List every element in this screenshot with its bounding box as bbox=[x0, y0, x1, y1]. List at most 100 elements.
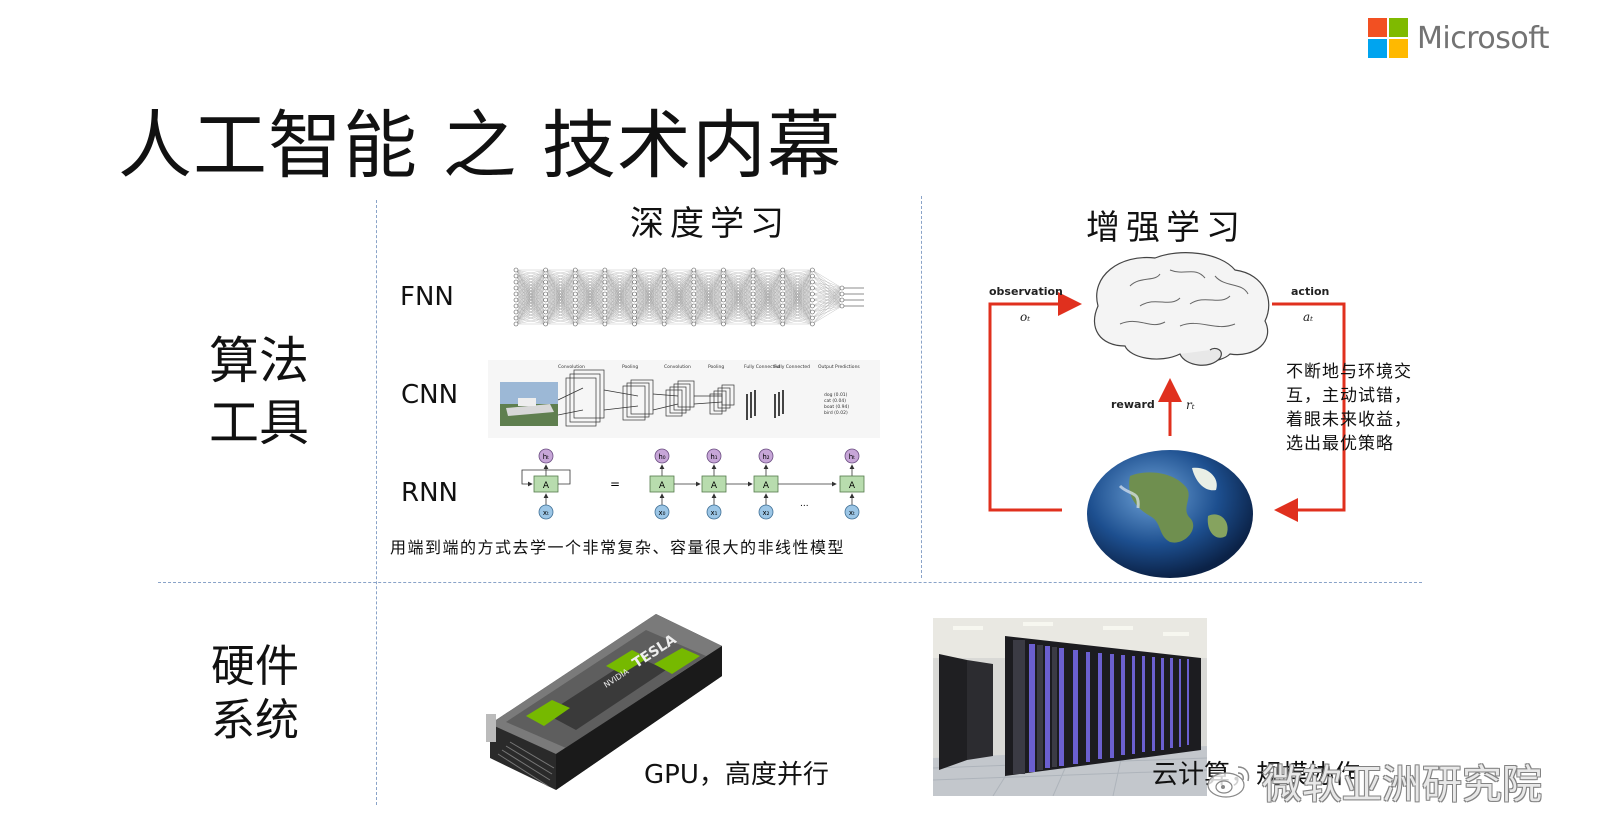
fnn-node bbox=[750, 267, 756, 273]
row-label-hardware-line1: 硬件 bbox=[211, 641, 299, 692]
fnn-node bbox=[780, 315, 786, 321]
row-label-algorithms-line2: 工具 bbox=[209, 394, 309, 452]
rnn-x0: x₀ bbox=[659, 509, 666, 517]
observation-symbol: oₜ bbox=[1020, 310, 1031, 324]
rnn-h1: h₁ bbox=[710, 453, 717, 461]
fnn-node bbox=[691, 291, 697, 297]
brand-name: Microsoft bbox=[1417, 20, 1550, 56]
fnn-node bbox=[691, 315, 697, 321]
fnn-node bbox=[513, 315, 519, 321]
fnn-node bbox=[632, 291, 637, 297]
fnn-node bbox=[780, 291, 786, 297]
fnn-node bbox=[513, 291, 519, 297]
fnn-node bbox=[572, 273, 578, 279]
rnn-x1: x₁ bbox=[711, 509, 718, 517]
fnn-node bbox=[750, 309, 756, 315]
fnn-node bbox=[691, 267, 697, 273]
column-divider-middle bbox=[921, 196, 922, 578]
fnn-node bbox=[661, 321, 667, 327]
logo-square-yellow bbox=[1389, 39, 1408, 58]
fnn-node bbox=[543, 291, 548, 297]
brain-icon bbox=[1093, 252, 1270, 366]
observation-label: observation bbox=[989, 285, 1063, 298]
fnn-node bbox=[661, 273, 667, 279]
fnn-node bbox=[602, 267, 608, 273]
fnn-node bbox=[691, 303, 697, 309]
fnn-node bbox=[661, 291, 667, 297]
fnn-node bbox=[602, 273, 608, 279]
fnn-node bbox=[780, 321, 786, 327]
fnn-node bbox=[780, 279, 786, 285]
cnn-prediction-4: bird (0.02) bbox=[824, 410, 848, 416]
fnn-node bbox=[572, 309, 578, 315]
watermark-text: 微软亚洲研究院 bbox=[1262, 762, 1542, 808]
fnn-node bbox=[691, 285, 697, 291]
fnn-node bbox=[750, 297, 756, 303]
cnn-stage-label-6: Fully Connected bbox=[774, 364, 810, 370]
rnn-rolled-cell-label: A bbox=[543, 481, 550, 491]
rnn-diagram: hₜ A xₜ = h₀ A x₀ h₁ A x₁ h₂ A bbox=[521, 448, 865, 520]
rnn-ht: hₜ bbox=[849, 453, 856, 461]
fnn-node bbox=[810, 267, 815, 273]
cnn-prediction-1: dog (0.01) bbox=[824, 392, 848, 398]
cnn-stage-label-4: Pooling bbox=[708, 364, 724, 370]
fnn-node bbox=[780, 267, 786, 273]
fnn-node bbox=[661, 315, 667, 321]
fnn-node bbox=[513, 285, 519, 291]
reinforcement-learning-heading: 增强学习 bbox=[1086, 208, 1246, 248]
fnn-node bbox=[602, 303, 608, 309]
fnn-node bbox=[691, 321, 697, 327]
fnn-node bbox=[602, 285, 608, 291]
rnn-cell-t-label: A bbox=[849, 481, 856, 491]
fnn-node bbox=[721, 285, 726, 291]
fnn-node bbox=[572, 315, 578, 321]
rl-description: 不断地与环境交 互，主动试错， 着眼未来收益， 选出最优策略 bbox=[1286, 360, 1412, 456]
fnn-connections bbox=[515, 269, 843, 325]
fnn-node bbox=[632, 297, 637, 303]
row-divider bbox=[158, 582, 1422, 583]
observation-arrow bbox=[988, 292, 1082, 512]
fnn-node bbox=[750, 291, 756, 297]
fnn-node bbox=[572, 303, 578, 309]
rnn-equals: = bbox=[610, 477, 620, 491]
cnn-label: CNN bbox=[401, 380, 459, 410]
fnn-node bbox=[632, 303, 637, 309]
cnn-prediction-3: boat (0.94) bbox=[824, 404, 849, 410]
fnn-node bbox=[721, 279, 726, 285]
fnn-node bbox=[750, 273, 756, 279]
rnn-unrolled-cell-2: h₂ A x₂ bbox=[753, 448, 779, 520]
deep-learning-caption: 用端到端的方式去学一个非常复杂、容量很大的非线性模型 bbox=[390, 538, 846, 557]
fnn-node bbox=[602, 291, 608, 297]
fnn-node bbox=[513, 267, 519, 273]
fnn-node bbox=[839, 285, 845, 291]
fnn-node bbox=[513, 303, 519, 309]
cnn-input-photo bbox=[500, 382, 558, 426]
fnn-node bbox=[543, 315, 548, 321]
fnn-node bbox=[810, 291, 815, 297]
rl-loop-diagram bbox=[988, 252, 1346, 578]
fnn-label: FNN bbox=[400, 282, 454, 312]
fnn-node bbox=[810, 285, 815, 291]
fnn-node bbox=[661, 309, 667, 315]
logo-square-red bbox=[1368, 18, 1387, 37]
row-label-hardware: 硬件 系统 bbox=[200, 640, 310, 748]
rl-description-line-2: 互，主动试错， bbox=[1286, 386, 1412, 406]
fnn-node bbox=[721, 297, 726, 303]
fnn-node bbox=[543, 285, 548, 291]
fnn-node bbox=[661, 267, 667, 273]
rnn-x2: x₂ bbox=[763, 509, 770, 517]
reward-label: reward bbox=[1111, 398, 1155, 411]
fnn-node bbox=[632, 273, 637, 279]
watermark: 微软亚洲研究院 bbox=[1206, 752, 1542, 810]
cnn-stage-label-7: Output Predictions bbox=[818, 364, 860, 370]
fnn-node bbox=[750, 321, 756, 327]
cnn-stage-label-5: Fully Connected bbox=[744, 364, 780, 370]
fnn-node bbox=[839, 303, 845, 309]
fnn-node bbox=[632, 279, 637, 285]
rnn-unrolled-cell-0: h₀ A x₀ bbox=[649, 448, 675, 520]
fnn-node bbox=[810, 273, 815, 279]
fnn-node bbox=[721, 303, 726, 309]
row-label-algorithms-line1: 算法 bbox=[209, 332, 309, 390]
fnn-node bbox=[632, 309, 637, 315]
cnn-stage-label-1: Convolution bbox=[558, 364, 585, 370]
